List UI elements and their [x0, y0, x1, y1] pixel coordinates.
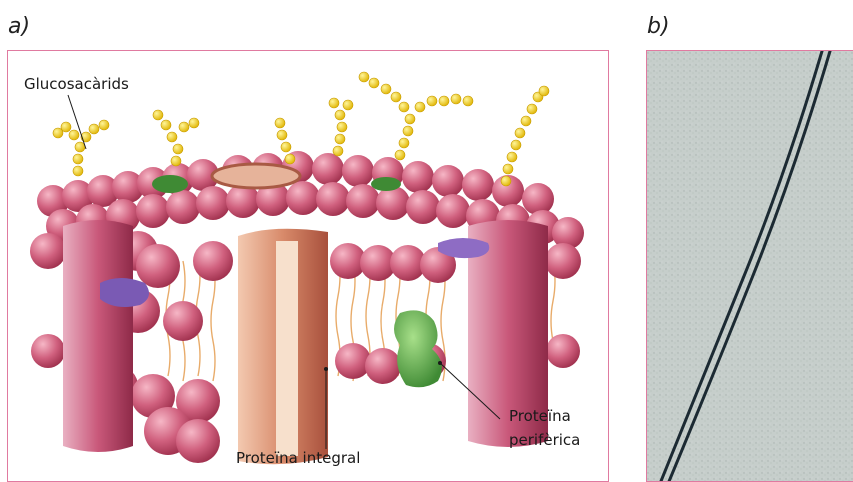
purple-protein-left — [100, 278, 149, 307]
leader-dot-peripheral — [438, 361, 442, 365]
micrograph-background — [647, 51, 853, 482]
green-protein-top-right — [371, 177, 401, 191]
channel-top-rim — [212, 164, 300, 188]
panel-a-label: a) — [8, 14, 30, 39]
leader-dot-integral — [324, 367, 328, 371]
callout-proteina-periferica-line1: Proteïna — [509, 406, 571, 426]
integral-protein-left — [63, 220, 133, 452]
membrane-micrograph — [647, 51, 853, 482]
micrograph-frame — [646, 50, 853, 482]
green-protein-top-left — [152, 175, 188, 193]
callout-glucosacarids: Glucosacàrids — [24, 74, 129, 94]
panel-b-label: b) — [647, 14, 670, 39]
channel-pore — [276, 241, 298, 456]
callout-proteina-periferica-line2: perifèrica — [509, 430, 580, 450]
callout-proteina-integral: Proteïna integral — [236, 448, 360, 468]
